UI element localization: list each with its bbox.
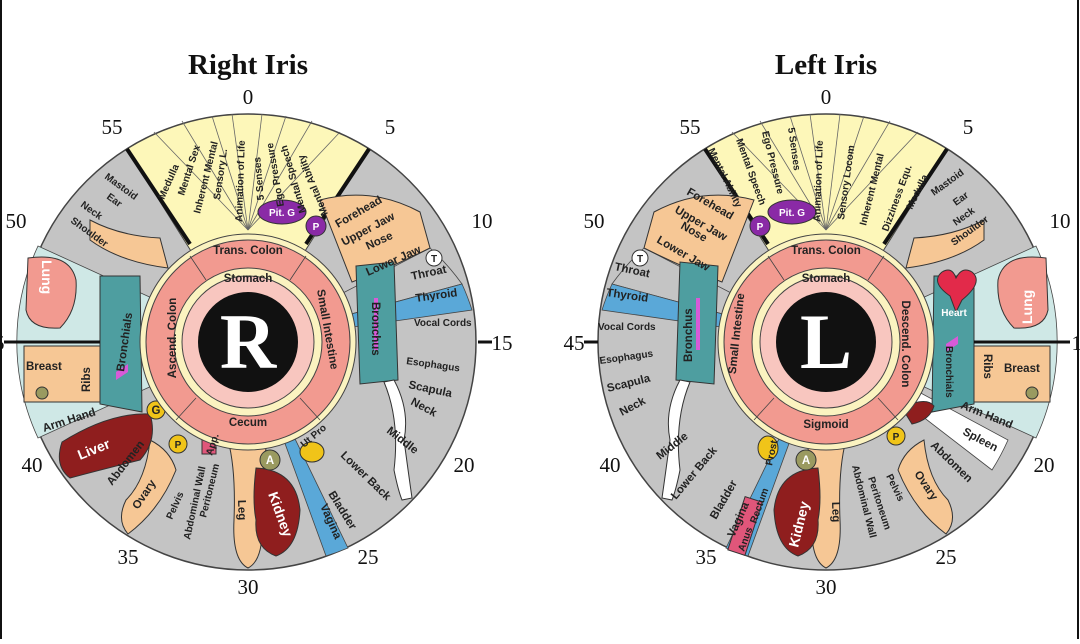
- left-degree-10: 10: [1050, 209, 1071, 233]
- left-degree-45: 45: [564, 331, 585, 355]
- right-a-label: A: [266, 455, 274, 467]
- left-degree-5: 5: [963, 115, 974, 139]
- left-bronchus-label: Bronchus: [683, 308, 695, 362]
- left-degree-30: 30: [816, 575, 837, 599]
- left-degree-0: 0: [821, 85, 832, 109]
- left-pupil-letter: L: [800, 298, 852, 385]
- left-p-pancreas-label: P: [893, 432, 900, 443]
- left-iris: Left Iris: [564, 49, 1080, 599]
- right-degree-20: 20: [454, 453, 475, 477]
- right-degree-10: 10: [472, 209, 493, 233]
- left-edge-line: [0, 0, 2, 639]
- right-degree-30: 30: [238, 575, 259, 599]
- left-descend-colon-label: Descend. Colon: [899, 301, 911, 388]
- right-iris: Right Iris: [0, 49, 513, 599]
- right-breast-nipple: [36, 387, 48, 399]
- left-bronchials-label: Bronchials: [943, 346, 954, 398]
- right-breast-label: Breast: [26, 361, 62, 373]
- right-degree-55: 55: [102, 115, 123, 139]
- right-ribs-label: Ribs: [81, 367, 93, 392]
- right-pupil-letter: R: [220, 298, 278, 385]
- right-vocal-cords-label: Vocal Cords: [414, 318, 472, 329]
- right-pit-g-label: Pit. G: [269, 208, 295, 219]
- right-degree-0: 0: [243, 85, 254, 109]
- left-degree-35: 35: [696, 545, 717, 569]
- right-degree-40: 40: [22, 453, 43, 477]
- left-vocal-cords-label: Vocal Cords: [598, 322, 656, 333]
- right-degree-15: 15: [492, 331, 513, 355]
- right-p-label: P: [313, 222, 320, 233]
- left-degree-25: 25: [936, 545, 957, 569]
- left-breast-nipple: [1026, 387, 1038, 399]
- left-trans-colon-label: Trans. Colon: [791, 245, 861, 257]
- right-cecum-label: Cecum: [229, 417, 267, 429]
- left-t-label: T: [637, 254, 643, 265]
- right-leg-label: Leg: [235, 500, 248, 521]
- left-degree-20: 20: [1034, 453, 1055, 477]
- right-edge-line: [1077, 0, 1079, 639]
- right-t-label: T: [431, 254, 437, 265]
- left-heart-label: Heart: [941, 308, 967, 319]
- right-p-pancreas-label: P: [175, 440, 182, 451]
- right-trans-colon-label: Trans. Colon: [213, 245, 283, 257]
- left-iris-title: Left Iris: [775, 49, 877, 81]
- right-iris-title: Right Iris: [188, 49, 308, 81]
- right-ascend-colon-label: Ascend. Colon: [167, 298, 179, 379]
- right-degree-25: 25: [358, 545, 379, 569]
- left-breast-label: Breast: [1004, 363, 1040, 375]
- left-lung-label: Lung: [1019, 290, 1035, 324]
- right-g-label: G: [152, 405, 161, 417]
- left-leg-label: Leg: [829, 502, 842, 523]
- left-degree-50: 50: [584, 209, 605, 233]
- right-degree-35: 35: [118, 545, 139, 569]
- left-stomach-label: Stomach: [802, 273, 851, 285]
- left-p-label: P: [757, 222, 764, 233]
- right-stomach-label: Stomach: [224, 273, 273, 285]
- left-a-label: A: [802, 455, 810, 467]
- right-degree-50: 50: [6, 209, 27, 233]
- right-degree-5: 5: [385, 115, 396, 139]
- right-lung-label: Lung: [39, 260, 55, 294]
- left-pit-g-label: Pit. G: [779, 208, 805, 219]
- left-sigmoid-label: Sigmoid: [803, 419, 848, 431]
- left-ribs-label: Ribs: [981, 354, 993, 379]
- left-degree-40: 40: [600, 453, 621, 477]
- right-bronchus-label: Bronchus: [369, 302, 381, 356]
- left-degree-55: 55: [680, 115, 701, 139]
